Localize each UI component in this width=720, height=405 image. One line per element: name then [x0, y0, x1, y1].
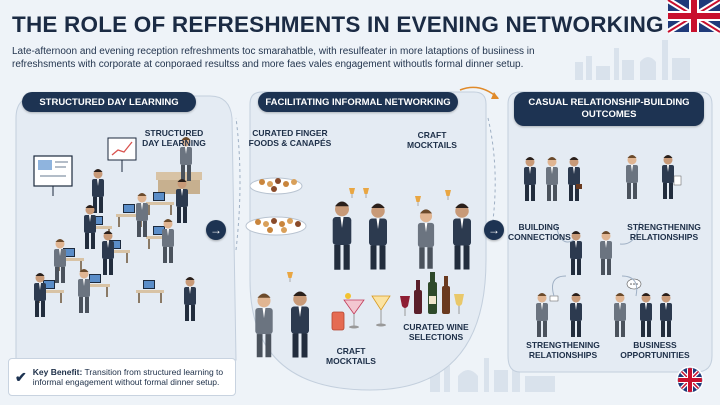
- chart-board-icon: [107, 137, 137, 172]
- next-arrow-right[interactable]: →: [484, 220, 504, 240]
- business-opportunities-group: [614, 278, 672, 337]
- wine-bottles-icon: [400, 272, 464, 316]
- canape-platter-top-icon: [249, 177, 303, 195]
- mocktail-glasses-icon: [331, 293, 391, 331]
- check-icon: ✔: [15, 368, 27, 385]
- label-craft-mocktails-top: CRAFT MOCKTAILS: [407, 130, 457, 150]
- label-strengthening-top: STRENGTHENING RELATIONSHIPS: [627, 222, 701, 242]
- strengthening-bottom-group: [536, 293, 582, 337]
- label-structured-day: STRUCTURED DAY LEARNING: [142, 128, 206, 148]
- label-craft-mocktails-bottom: CRAFT MOCKTAILS: [326, 346, 376, 366]
- page-subtitle: Late-afternoon and evening reception ref…: [12, 46, 535, 70]
- structured-day-header: STRUCTURED DAY LEARNING: [22, 92, 196, 112]
- label-finger-foods: CURATED FINGER FOODS & CANAPÉS: [248, 128, 332, 148]
- connections-group: [524, 157, 582, 201]
- relationship-outcomes-header: CASUAL RELATIONSHIP-BUILDING OUTCOMES: [514, 92, 704, 126]
- key-benefit-text: Key Benefit: Transition from structured …: [33, 367, 235, 388]
- presentation-screen-icon: [33, 155, 73, 196]
- informal-networking-header: FACILITATING INFORMAL NETWORKING: [258, 92, 458, 112]
- key-benefit-body: Transition from structured learning to i…: [32, 366, 224, 388]
- page-title: THE ROLE OF REFRESHMENTS IN EVENING NETW…: [12, 12, 664, 37]
- next-arrow-left[interactable]: →: [206, 220, 226, 240]
- label-curated-wine: CURATED WINE SELECTIONS: [403, 322, 469, 342]
- key-benefit-box: ✔ Key Benefit: Transition from structure…: [8, 358, 236, 396]
- handshake-center-group: [570, 231, 612, 275]
- label-building-connections: BUILDING CONNECTIONS: [508, 222, 571, 242]
- key-benefit-heading: Key Benefit:: [32, 366, 83, 377]
- strengthening-top-group: [626, 155, 682, 199]
- label-business-opportunities: BUSINESS OPPORTUNITIES: [620, 340, 690, 360]
- canape-platter-bottom-icon: [245, 216, 307, 236]
- label-strengthening-bottom: STRENGTHENING RELATIONSHIPS: [526, 340, 600, 360]
